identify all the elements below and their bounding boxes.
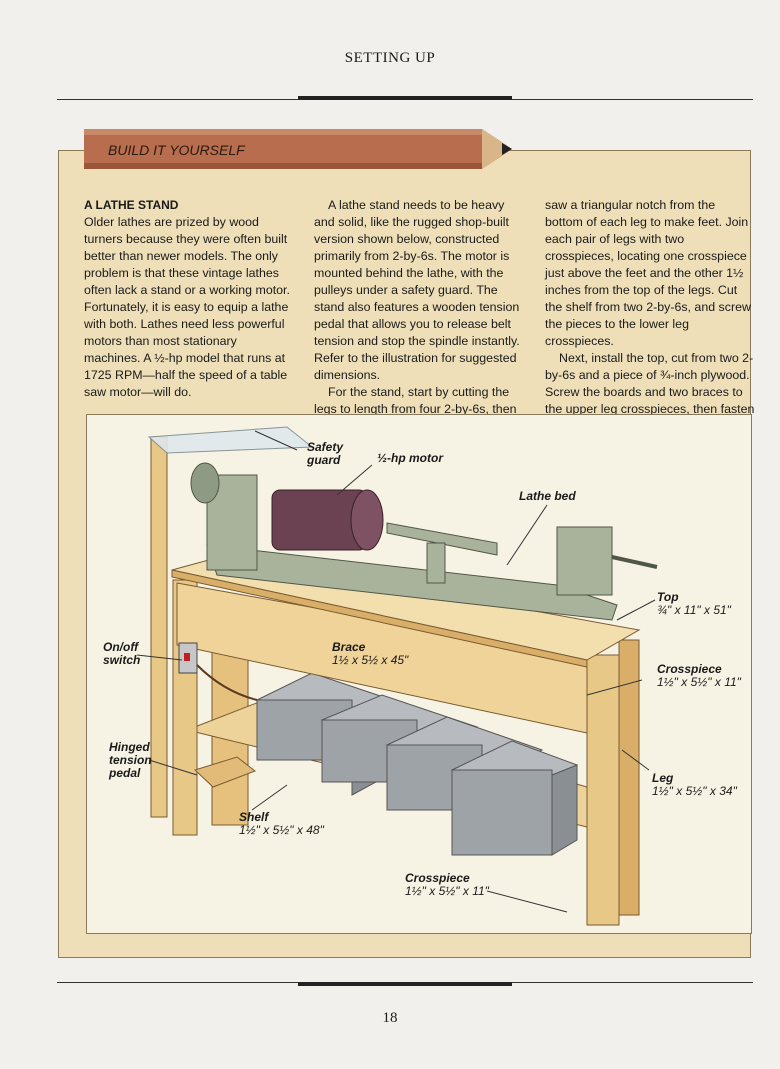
banner-title: BUILD IT YOURSELF <box>108 142 246 158</box>
text-column-3: saw a triangular notch from the bottom o… <box>545 197 755 418</box>
paragraph: Next, install the top, cut from two 2-by… <box>545 351 755 416</box>
article-heading: A LATHE STAND <box>84 198 179 212</box>
paragraph: For the stand, start by cutting the legs… <box>314 385 517 416</box>
text-column-2: A lathe stand needs to be heavy and soli… <box>314 197 524 418</box>
label-lathe-bed: Lathe bed <box>519 489 576 503</box>
paragraph: saw a triangular notch from the bottom o… <box>545 198 751 348</box>
paragraph: Older lathes are prized by wood turners … <box>84 215 290 399</box>
header-rule-accent <box>298 96 512 100</box>
running-header: SETTING UP <box>344 50 436 66</box>
page-number: 18 <box>382 1010 398 1026</box>
footer-rule-accent <box>298 982 512 986</box>
pencil-banner: BUILD IT YOURSELF <box>84 129 512 169</box>
label-motor: ½-hp motor <box>377 451 443 465</box>
text-column-1: A LATHE STAND Older lathes are prized by… <box>84 197 294 401</box>
lathe-stand-drawing <box>136 426 658 926</box>
paragraph: A lathe stand needs to be heavy and soli… <box>314 198 520 382</box>
